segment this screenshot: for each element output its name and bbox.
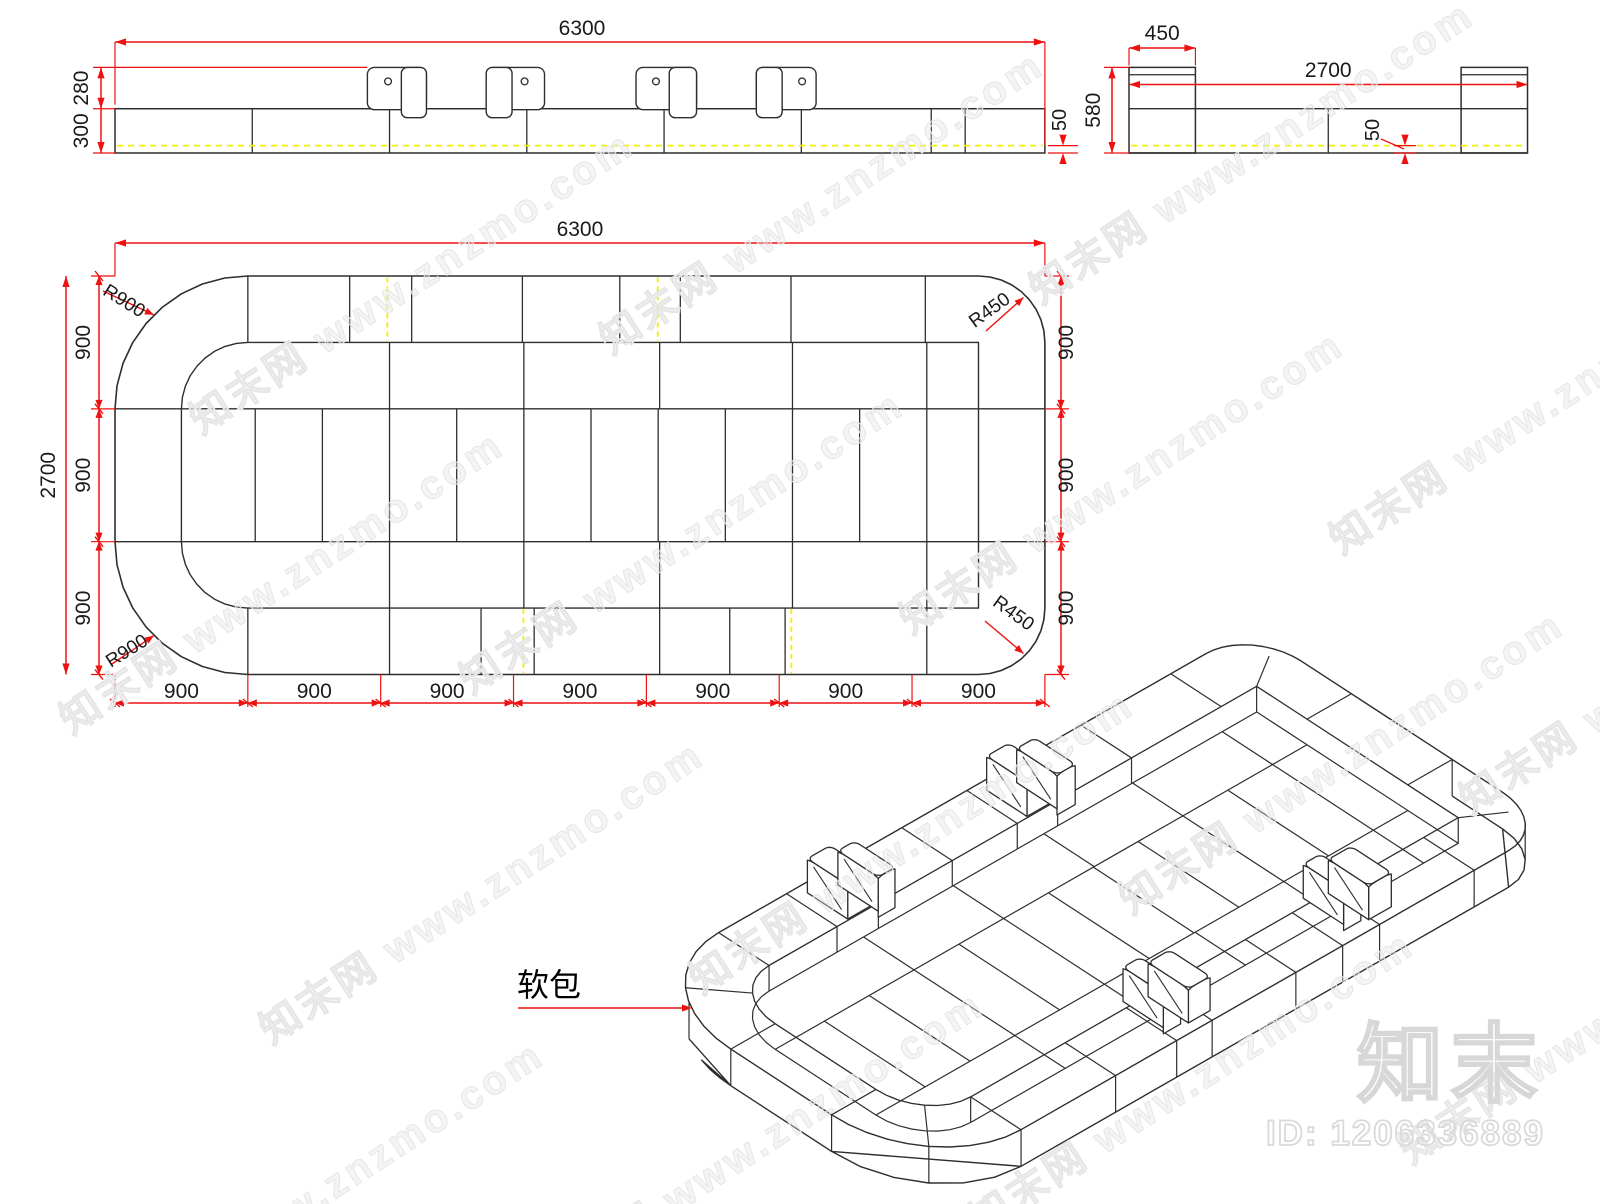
dim-plan-right-900: 900 [1055, 591, 1078, 626]
pillow-button [651, 77, 661, 86]
dim-plan-width: 6300 [557, 218, 604, 241]
pillow-wing [400, 66, 428, 119]
pillow-button [798, 77, 807, 86]
dim-side-kick: 50 [1362, 119, 1384, 141]
side-right-backrest [1460, 66, 1529, 154]
side-elevation-dims: 450 2700 580 50 [1082, 22, 1528, 164]
pillow-wing [755, 66, 783, 119]
dim-plan-left-900: 900 [72, 325, 95, 360]
dim-plan-r450-bottom: R450 [989, 592, 1038, 636]
side-elevation [1128, 66, 1529, 154]
iso-label: 软包 [517, 967, 692, 1012]
pillow-wing [668, 66, 698, 119]
dim-side-block-width: 450 [1145, 22, 1180, 45]
dim-plan-bottom-900: 900 [164, 680, 199, 703]
iso-backrest-box [1147, 951, 1211, 1024]
dim-front-seat-height: 300 [70, 113, 93, 148]
pillow-button [520, 77, 529, 86]
dim-front-back-height: 280 [70, 71, 93, 106]
side-left-backrest [1128, 66, 1197, 154]
dim-plan-bottom-900: 900 [562, 680, 597, 703]
dim-plan-r450-top: R450 [965, 289, 1014, 333]
plan-dims: 6300 900 900 900 2700 900 900 900 900 900 900 900 90… [37, 218, 1078, 708]
iso-backrest-box [1016, 738, 1076, 816]
dim-side-height: 580 [1082, 93, 1105, 128]
iso-upholstery-label: 软包 [517, 967, 581, 1003]
dim-plan-r900-top: R900 [99, 280, 149, 322]
dim-plan-right-900: 900 [1055, 458, 1078, 493]
pillow-button [384, 77, 393, 86]
dim-plan-left-900: 900 [72, 458, 95, 493]
dim-side-span: 2700 [1305, 59, 1352, 82]
front-elevation [114, 66, 1046, 154]
dim-front-width: 6300 [559, 17, 606, 40]
iso-backrest-box [1327, 847, 1392, 921]
dim-plan-r900-bottom: R900 [102, 630, 152, 672]
isometric-view [684, 644, 1526, 1184]
iso-backrest-box [837, 842, 896, 918]
front-elevation-dims: 6300 280 300 50 [70, 17, 1078, 164]
dim-plan-bottom-900: 900 [961, 680, 996, 703]
dim-plan-bottom-900: 900 [430, 680, 465, 703]
dim-plan-right-900: 900 [1055, 325, 1078, 360]
dim-plan-bottom-900: 900 [695, 680, 730, 703]
dim-plan-bottom-900: 900 [297, 680, 332, 703]
plan-view [114, 275, 1046, 676]
dim-plan-bottom-900: 900 [828, 680, 863, 703]
dim-front-kick: 50 [1049, 109, 1071, 131]
pillow-wing [485, 66, 513, 119]
dim-plan-left-900: 900 [72, 591, 95, 626]
dim-plan-depth: 2700 [37, 452, 60, 499]
